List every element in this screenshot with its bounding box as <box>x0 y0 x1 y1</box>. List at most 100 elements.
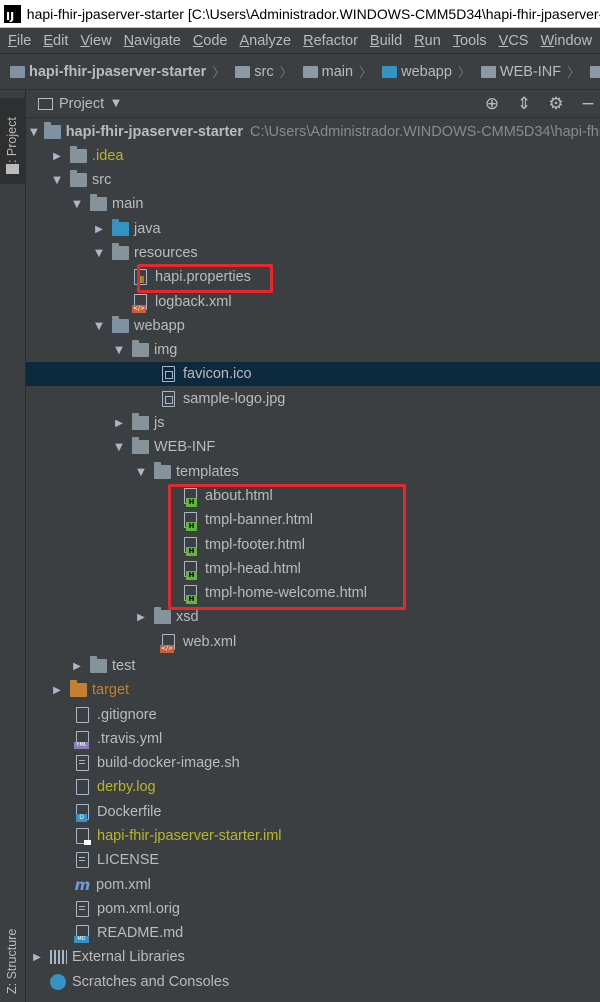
breadcrumb: hapi-fhir-jpaserver-starter〉 src〉 main〉 … <box>0 54 600 90</box>
tree-row-about-html[interactable]: about.html <box>26 484 600 508</box>
tree-row-iml[interactable]: hapi-fhir-jpaserver-starter.iml <box>26 824 600 848</box>
tree-row-templates[interactable]: ▼ templates <box>26 460 600 484</box>
breadcrumb-main[interactable]: main〉 <box>293 62 372 81</box>
chevron-down-icon[interactable]: ▼ <box>112 98 120 109</box>
tree-row-idea[interactable]: ▶ .idea <box>26 144 600 168</box>
minimize-icon[interactable]: − <box>580 94 596 114</box>
text-file-icon <box>76 901 89 917</box>
menu-view[interactable]: View <box>80 32 112 49</box>
collapse-all-icon[interactable]: ⇕ <box>516 94 532 114</box>
folder-icon <box>480 65 496 78</box>
maven-icon: m <box>74 876 91 894</box>
project-tab-label: 1: Project <box>5 117 19 170</box>
tree-row-pom-xml[interactable]: m pom.xml <box>74 876 151 894</box>
expanded-arrow-icon[interactable]: ▼ <box>53 174 61 186</box>
project-tree: ▼ hapi-fhir-jpaserver-starter C:\Users\A… <box>26 118 600 1002</box>
tree-row-test[interactable]: ▶ test <box>26 654 600 678</box>
menu-build[interactable]: Build <box>369 32 403 49</box>
tree-row-external-libraries[interactable]: ▶ External Libraries <box>26 945 600 969</box>
tree-row-img[interactable]: ▼ img <box>26 338 600 362</box>
text-file-icon <box>76 779 89 795</box>
properties-file-icon <box>134 269 147 285</box>
collapsed-arrow-icon[interactable]: ▶ <box>53 150 61 162</box>
tree-row-js[interactable]: ▶ js <box>26 411 600 435</box>
tree-row-build-docker-image-sh[interactable]: build-docker-image.sh <box>26 751 600 775</box>
tree-row-tmpl-home-welcome-html[interactable]: tmpl-home-welcome.html <box>26 581 600 605</box>
gear-icon[interactable]: ⚙ <box>548 94 564 114</box>
tree-row-derby-log[interactable]: derby.log <box>26 775 600 799</box>
tree-row-gitignore[interactable]: .gitignore <box>26 703 600 727</box>
breadcrumb-src[interactable]: src〉 <box>225 62 293 81</box>
text-file-icon <box>76 707 89 723</box>
expanded-arrow-icon[interactable]: ▼ <box>115 344 123 356</box>
tree-row-pom-xml-orig[interactable]: pom.xml.orig <box>26 897 600 921</box>
menu-edit[interactable]: Edit <box>43 32 69 49</box>
expanded-arrow-icon[interactable]: ▼ <box>95 247 103 259</box>
tree-row-sample-logo-jpg[interactable]: sample-logo.jpg <box>26 387 600 411</box>
collapsed-arrow-icon[interactable]: ▶ <box>53 684 61 696</box>
chevron-right-icon: 〉 <box>212 65 226 80</box>
collapsed-arrow-icon[interactable]: ▶ <box>33 951 41 963</box>
tree-row-webapp[interactable]: ▼ webapp <box>26 314 600 338</box>
tree-row-dockerfile[interactable]: Dockerfile <box>26 800 600 824</box>
menu-refactor[interactable]: Refactor <box>303 32 358 49</box>
window-title: hapi-fhir-jpaserver-starter [C:\Users\Ad… <box>26 5 600 22</box>
tree-row-xsd[interactable]: ▶ xsd <box>26 605 600 629</box>
menu-analyze[interactable]: Analyze <box>239 32 292 49</box>
chevron-right-icon: 〉 <box>457 65 471 80</box>
web-folder-icon <box>112 316 129 333</box>
tree-row-main[interactable]: ▼ main <box>26 192 600 216</box>
tree-row-src[interactable]: ▼ src <box>26 168 600 192</box>
folder-icon <box>70 146 87 163</box>
tree-row-logback-xml[interactable]: logback.xml <box>26 290 600 314</box>
tree-row-target[interactable]: ▶ target <box>26 678 600 702</box>
tree-row-travis-yml[interactable]: .travis.yml <box>26 727 600 751</box>
project-folder-icon <box>6 164 19 174</box>
expanded-arrow-icon[interactable]: ▼ <box>95 320 103 332</box>
breadcrumb-project[interactable]: hapi-fhir-jpaserver-starter〉 <box>0 62 225 81</box>
tree-row-java[interactable]: ▶ java <box>26 217 600 241</box>
breadcrumb-webapp[interactable]: webapp〉 <box>372 62 471 81</box>
menu-vcs[interactable]: VCS <box>498 32 529 49</box>
collapsed-arrow-icon[interactable]: ▶ <box>73 660 81 672</box>
tree-row-project-root[interactable]: ▼ hapi-fhir-jpaserver-starter C:\Users\A… <box>30 122 600 140</box>
collapsed-arrow-icon[interactable]: ▶ <box>137 611 145 623</box>
breadcrumb-web-inf[interactable]: WEB-INF〉 <box>471 62 580 81</box>
locate-target-icon[interactable]: ⊕ <box>484 94 500 114</box>
panel-title[interactable]: Project <box>59 95 105 112</box>
expanded-arrow-icon[interactable]: ▼ <box>115 441 123 453</box>
menu-run[interactable]: Run <box>414 32 441 49</box>
menu-bar: File Edit View Navigate Code Analyze Ref… <box>0 28 600 54</box>
image-file-icon <box>162 366 175 382</box>
tree-row-tmpl-footer-html[interactable]: tmpl-footer.html <box>26 533 600 557</box>
menu-navigate[interactable]: Navigate <box>123 32 181 49</box>
tree-row-license[interactable]: LICENSE <box>26 848 600 872</box>
tree-row-favicon-ico[interactable]: favicon.ico <box>26 362 600 386</box>
tree-row-scratches[interactable]: Scratches and Consoles <box>26 970 600 994</box>
folder-icon <box>590 65 600 78</box>
markdown-file-icon <box>74 925 89 943</box>
expanded-arrow-icon[interactable]: ▼ <box>30 126 38 138</box>
tree-row-tmpl-head-html[interactable]: tmpl-head.html <box>26 557 600 581</box>
project-view-icon <box>38 97 53 110</box>
tree-row-web-xml[interactable]: web.xml <box>26 630 600 654</box>
structure-tool-tab[interactable]: Z: Structure <box>0 910 26 1000</box>
menu-code[interactable]: Code <box>192 32 228 49</box>
tree-row-readme-md[interactable]: README.md <box>26 921 600 945</box>
highlight-box-templates <box>168 484 406 610</box>
breadcrumb-templates[interactable]: templates <box>580 64 600 80</box>
scratches-icon <box>50 974 66 990</box>
menu-tools[interactable]: Tools <box>452 32 487 49</box>
expanded-arrow-icon[interactable]: ▼ <box>137 466 145 478</box>
tree-row-resources[interactable]: ▼ resources <box>26 241 600 265</box>
module-file-icon <box>76 828 91 845</box>
tree-row-web-inf[interactable]: ▼ WEB-INF <box>26 435 600 459</box>
collapsed-arrow-icon[interactable]: ▶ <box>95 223 103 235</box>
expanded-arrow-icon[interactable]: ▼ <box>73 198 81 210</box>
menu-file[interactable]: File <box>8 32 32 49</box>
tree-row-hapi-properties[interactable]: hapi.properties <box>26 265 600 289</box>
collapsed-arrow-icon[interactable]: ▶ <box>115 417 123 429</box>
tree-row-tmpl-banner-html[interactable]: tmpl-banner.html <box>26 508 600 532</box>
menu-window[interactable]: Window <box>540 32 593 49</box>
intellij-logo-icon: IJ <box>4 4 21 23</box>
